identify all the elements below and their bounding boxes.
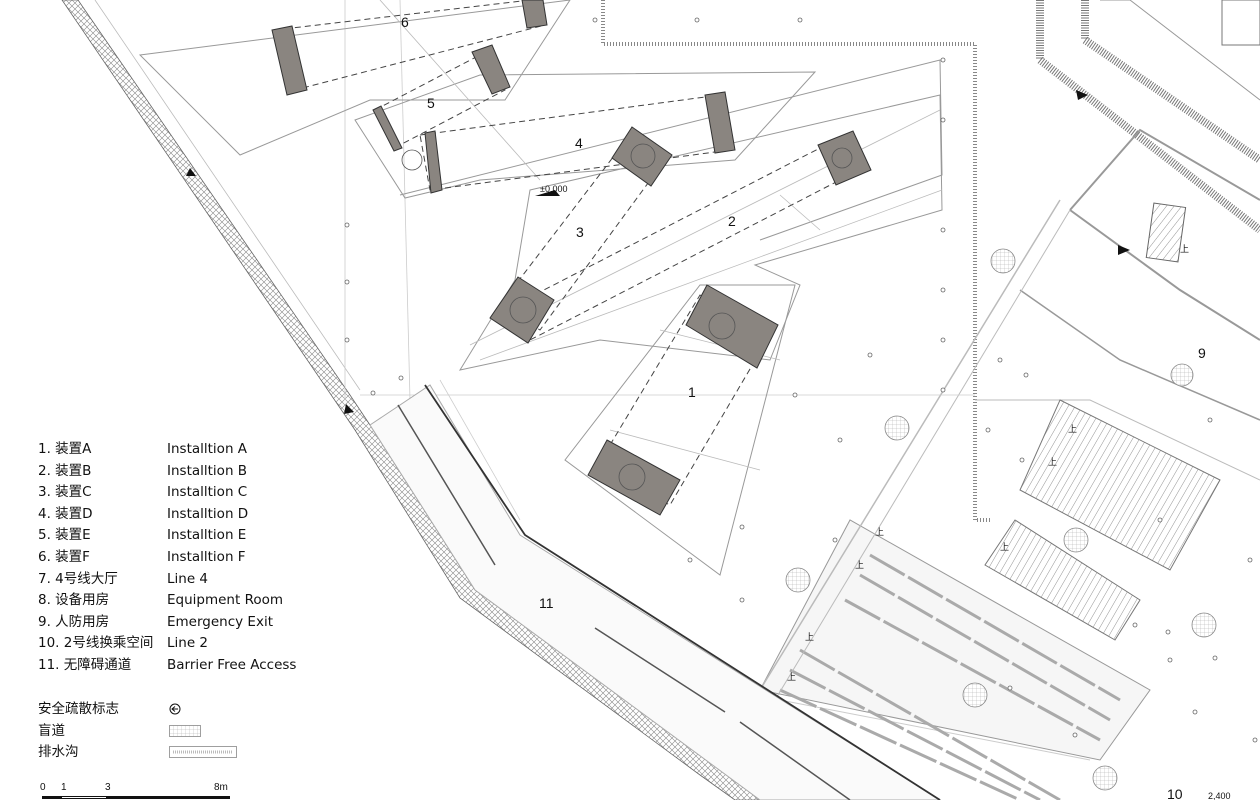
scale-bar-segment (62, 797, 106, 798)
zone-label-10: 10 (1167, 786, 1183, 800)
svg-text:上: 上 (805, 632, 814, 642)
svg-text:上: 上 (1068, 424, 1077, 434)
elevation-mark-2: 2,400 (1208, 791, 1231, 800)
top-structure (601, 0, 1260, 522)
zone-label-2: 2 (728, 213, 736, 229)
zone-label-1: 1 (688, 384, 696, 400)
escalators (984, 399, 1221, 641)
zone-label-11: 11 (539, 595, 554, 611)
scale-bar-line (42, 796, 230, 799)
barrier-free-ramp (369, 384, 941, 800)
svg-text:上: 上 (1048, 457, 1057, 467)
left-boundary-wall (61, 0, 761, 800)
platform-tracks (759, 199, 1151, 800)
stair-up-labels: 上 上 上 上 上 上 上 上 (787, 244, 1189, 682)
floor-lines (344, 0, 975, 521)
right-side-rooms (975, 128, 1260, 481)
scale-bar: 0 1 3 8m (40, 782, 240, 800)
evacuation-arrows (186, 90, 1130, 414)
zone-label-9: 9 (1198, 345, 1206, 361)
svg-text:上: 上 (1180, 244, 1189, 254)
evacuation-sign-icon (169, 703, 181, 715)
zone-label-5: 5 (427, 95, 435, 111)
zone-label-4: 4 (575, 135, 583, 151)
svg-text:±0,000: ±0,000 (540, 184, 567, 194)
zone-labels: 1 2 3 4 5 6 9 10 11 2,400 (401, 14, 1231, 800)
zone-label-6: 6 (401, 14, 409, 30)
svg-text:上: 上 (1000, 542, 1009, 552)
tactile-paving-icon (169, 725, 201, 737)
manholes (785, 248, 1217, 791)
installations (138, 0, 943, 576)
drainage-ditch-icon (169, 746, 237, 758)
svg-text:上: 上 (875, 527, 884, 537)
zone-label-3: 3 (576, 224, 584, 240)
svg-text:上: 上 (787, 672, 796, 682)
elevation-mark: ±0,000 (535, 184, 567, 196)
structural-columns (344, 17, 1258, 743)
svg-text:上: 上 (855, 560, 864, 570)
